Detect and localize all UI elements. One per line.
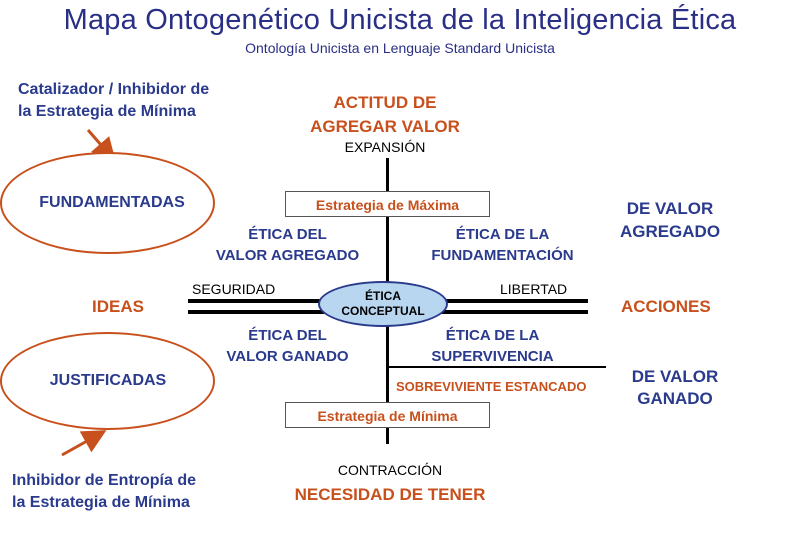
etica-conceptual-ellipse: ÉTICA CONCEPTUAL xyxy=(318,281,448,327)
necesidad-label: NECESIDAD DE TENER xyxy=(294,485,486,504)
quadrant-lr-line-2: SUPERVIVENCIA xyxy=(431,348,554,365)
catalyst-line-1: Catalizador / Inhibidor de xyxy=(18,81,210,98)
justificadas-label: JUSTIFICADAS xyxy=(49,372,167,389)
quadrant-ul-line-2: VALOR AGREGADO xyxy=(215,247,360,264)
arrow-inhibitor xyxy=(61,430,107,457)
quadrant-ur-line-1: ÉTICA DE LA xyxy=(455,226,550,243)
inhibitor-line-2: la Estrategia de Mínima xyxy=(12,494,190,511)
estrategia-minima-box: Estrategia de Mínima xyxy=(285,402,490,428)
fundamentadas-ellipse xyxy=(0,152,215,254)
de-valor-ganado-line-1: DE VALOR xyxy=(631,367,719,386)
expansion-label: EXPANSIÓN xyxy=(344,139,426,155)
page-subtitle: Ontología Unicista en Lenguaje Standard … xyxy=(245,40,555,56)
estrategia-maxima-box: Estrategia de Máxima xyxy=(285,191,490,217)
catalyst-label: Catalizador / Inhibidor de la Estrategia… xyxy=(18,79,209,123)
quadrant-upper-left: ÉTICA DEL VALOR AGREGADO xyxy=(195,224,380,266)
quadrant-lower-right: ÉTICA DE LA SUPERVIVENCIA xyxy=(405,325,580,367)
contraccion-label: CONTRACCIÓN xyxy=(337,462,443,478)
inhibitor-label: Inhibidor de Entropía de la Estrategia d… xyxy=(12,470,196,514)
quadrant-lower-left: ÉTICA DEL VALOR GANADO xyxy=(195,325,380,367)
de-valor-agregado-line-2: AGREGADO xyxy=(619,222,721,241)
acciones-label: ACCIONES xyxy=(621,297,711,316)
quadrant-ll-line-1: ÉTICA DEL xyxy=(248,327,327,344)
quadrant-ul-line-1: ÉTICA DEL xyxy=(248,226,327,243)
arrow-catalyst xyxy=(86,129,116,163)
libertad-label: LIBERTAD xyxy=(500,281,568,297)
sobreviviente-label: SOBREVIVIENTE ESTANCADO xyxy=(396,379,587,394)
center-line-2: CONCEPTUAL xyxy=(341,304,425,318)
seguridad-label: SEGURIDAD xyxy=(192,281,276,297)
actitud-line-2: AGREGAR VALOR xyxy=(310,117,460,136)
de-valor-ganado-line-2: GANADO xyxy=(637,389,713,408)
page-title: Mapa Ontogenético Unicista de la Intelig… xyxy=(63,4,737,36)
actitud-line-1: ACTITUD DE xyxy=(333,93,437,112)
ideas-label: IDEAS xyxy=(92,297,144,316)
quadrant-ll-line-2: VALOR GANADO xyxy=(226,348,349,365)
de-valor-agregado-line-1: DE VALOR xyxy=(626,199,714,218)
center-line-1: ÉTICA xyxy=(365,289,401,303)
quadrant-ur-line-2: FUNDAMENTACIÓN xyxy=(431,247,574,264)
catalyst-line-2: la Estrategia de Mínima xyxy=(18,103,196,120)
quadrant-upper-right: ÉTICA DE LA FUNDAMENTACIÓN xyxy=(405,224,600,266)
de-valor-agregado-label: DE VALOR AGREGADO xyxy=(600,197,740,243)
de-valor-ganado-label: DE VALOR GANADO xyxy=(615,366,735,410)
justificadas-ellipse xyxy=(0,332,215,430)
sobreviviente-line xyxy=(386,366,606,368)
quadrant-lr-line-1: ÉTICA DE LA xyxy=(445,327,540,344)
inhibitor-line-1: Inhibidor de Entropía de xyxy=(12,472,196,489)
actitud-label: ACTITUD DE AGREGAR VALOR xyxy=(290,91,480,139)
fundamentadas-label: FUNDAMENTADAS xyxy=(39,194,185,211)
